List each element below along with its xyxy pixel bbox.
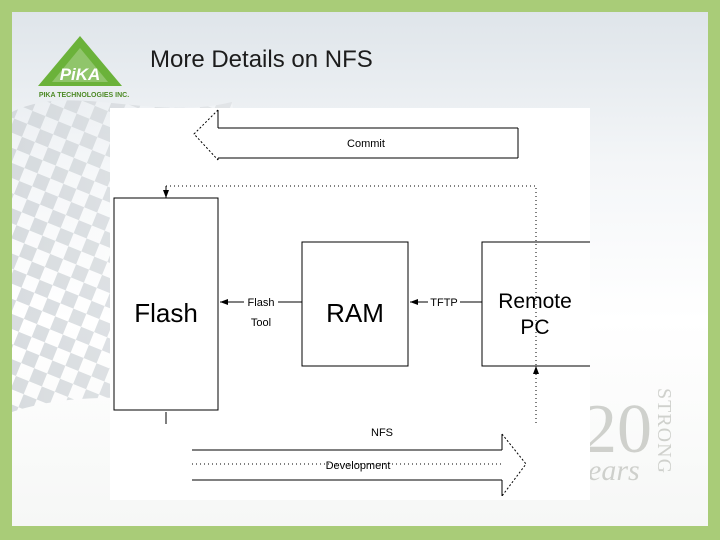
svg-text:STRONG: STRONG <box>653 388 675 474</box>
commit-arrow <box>193 109 519 161</box>
commit-label: Commit <box>347 138 385 150</box>
development-arrow <box>192 433 527 497</box>
svg-text:PIKA TECHNOLOGIES INC.: PIKA TECHNOLOGIES INC. <box>39 92 129 99</box>
pika-logo: PiKA PIKA TECHNOLOGIES INC. <box>38 36 129 99</box>
flash-tool-label-line2: Tool <box>251 317 271 329</box>
svg-text:20: 20 <box>582 391 652 468</box>
nfs-label: NFS <box>371 427 393 439</box>
remote-pc-label-line1: Remote <box>498 290 572 313</box>
development-label: Development <box>326 460 391 472</box>
tftp-label: TFTP <box>430 297 458 309</box>
svg-text:ears: ears <box>588 454 640 484</box>
remote-pc-label-line2: PC <box>520 316 549 339</box>
slide-background: PiKA PIKA TECHNOLOGIES INC. More Details… <box>12 12 708 526</box>
nfs-diagram: Commit Flash RAM Remote PC Flash Tool TF… <box>110 108 590 500</box>
flash-label: Flash <box>134 298 198 328</box>
flash-tool-label-line1: Flash <box>248 297 275 309</box>
ram-box <box>301 241 409 367</box>
svg-text:PiKA: PiKA <box>60 65 101 84</box>
slide-title: More Details on NFS <box>150 46 373 73</box>
ram-label: RAM <box>326 298 384 328</box>
20-years-strong-watermark: 20 ears STRONG <box>582 388 675 484</box>
remote-pc-box <box>481 241 590 367</box>
